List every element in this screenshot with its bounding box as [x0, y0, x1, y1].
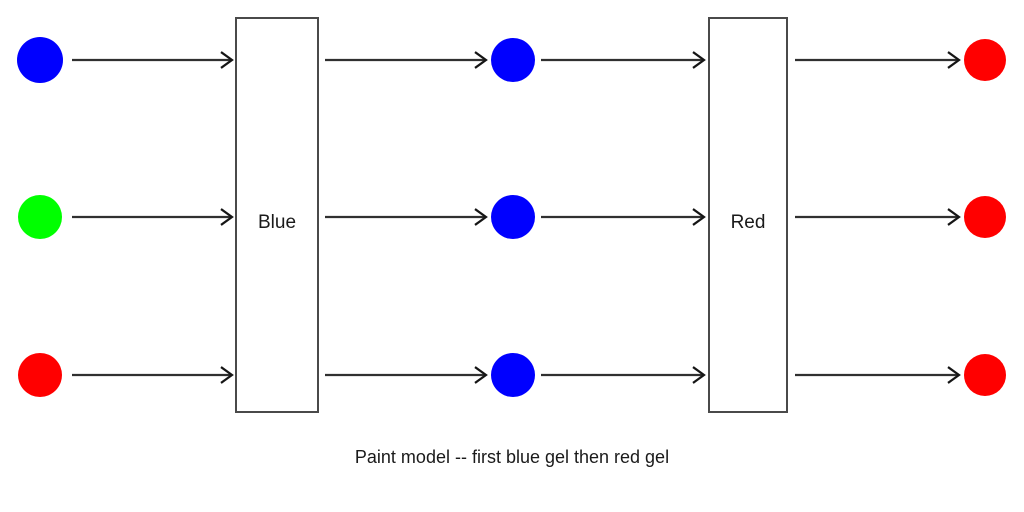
flow-arrow — [541, 366, 706, 384]
arrow-head-icon — [947, 366, 961, 384]
color-dots-layer — [17, 37, 1006, 397]
arrow-head-icon — [474, 51, 488, 69]
arrows-layer — [72, 51, 961, 384]
flow-arrow — [325, 51, 488, 69]
red-dot — [964, 354, 1006, 396]
flow-arrow — [72, 51, 234, 69]
arrow-head-icon — [692, 51, 706, 69]
blue-dot — [491, 353, 535, 397]
arrow-head-icon — [220, 51, 234, 69]
red-dot — [964, 39, 1006, 81]
red-dot — [964, 196, 1006, 238]
flow-arrow — [795, 51, 961, 69]
arrow-head-icon — [220, 208, 234, 226]
blue-dot — [491, 195, 535, 239]
arrow-head-icon — [692, 208, 706, 226]
arrow-head-icon — [474, 208, 488, 226]
flow-arrow — [541, 51, 706, 69]
flow-arrow — [325, 366, 488, 384]
gel-filters-layer: Blue Red — [235, 17, 788, 413]
red-dot — [18, 353, 62, 397]
gel-rect — [235, 17, 319, 413]
green-dot — [18, 195, 62, 239]
arrow-head-icon — [947, 208, 961, 226]
flow-arrow — [72, 208, 234, 226]
flow-arrow — [541, 208, 706, 226]
gel-filter-blue[interactable]: Blue — [235, 17, 319, 413]
arrow-head-icon — [474, 366, 488, 384]
flow-arrow — [795, 208, 961, 226]
gel-label: Blue — [258, 212, 296, 233]
flow-arrow — [795, 366, 961, 384]
caption-layer: Paint model -- first blue gel then red g… — [355, 447, 669, 467]
flow-arrow — [72, 366, 234, 384]
gel-filter-red[interactable]: Red — [708, 17, 788, 413]
arrow-head-icon — [692, 366, 706, 384]
arrow-head-icon — [947, 51, 961, 69]
blue-dot — [491, 38, 535, 82]
gel-rect — [708, 17, 788, 413]
diagram-caption: Paint model -- first blue gel then red g… — [355, 447, 669, 467]
gel-label: Red — [731, 212, 766, 233]
arrow-head-icon — [220, 366, 234, 384]
flow-arrow — [325, 208, 488, 226]
blue-dot — [17, 37, 63, 83]
